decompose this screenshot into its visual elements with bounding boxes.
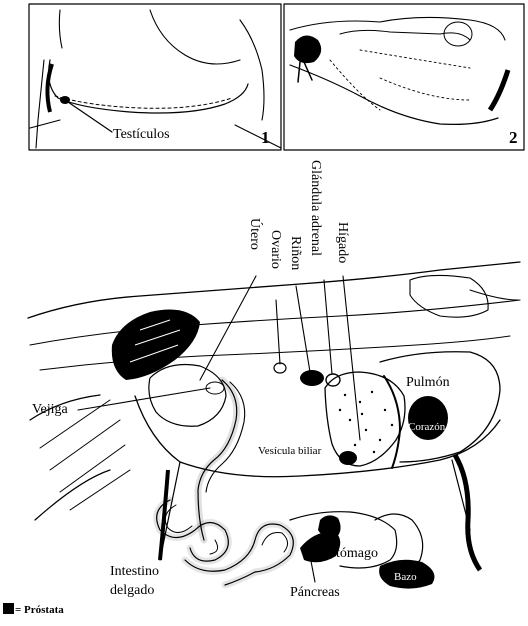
pulmon-label: Pulmón: [406, 375, 450, 390]
panel-2-abdomen-outline: [290, 65, 498, 124]
intestino-label-line-1: Intestino: [110, 564, 159, 579]
vesicula-label: Vesícula biliar: [258, 445, 322, 457]
rinon-label: Riñon: [288, 236, 303, 270]
panel-2-top-sketch: [290, 17, 505, 40]
bladder: [149, 365, 226, 427]
pancreas-label: Páncreas: [290, 585, 340, 600]
panel-2: 2: [284, 4, 524, 150]
rib-line: [470, 290, 518, 300]
liver: [325, 372, 405, 466]
spine-line: [30, 300, 520, 345]
vejiga-leader: [78, 388, 210, 410]
gallbladder: [339, 451, 357, 465]
higado-leader: [343, 276, 360, 440]
rinon-leader: [296, 286, 310, 372]
glandula-leader: [324, 280, 332, 374]
legend: = Próstata: [3, 603, 64, 616]
utero-label: Útero: [247, 218, 264, 250]
kidney: [300, 370, 324, 386]
panel-1-incision-line: [55, 96, 232, 108]
panel-2-dark-edge: [490, 70, 508, 110]
utero-leader: [200, 276, 256, 380]
legend-swatch: [3, 603, 14, 614]
glandula-label: Glándula adrenal: [308, 160, 323, 256]
intestine-shade: [157, 500, 294, 585]
estomago-label: Estómago: [322, 546, 378, 561]
panel-1: Testículos 1: [29, 4, 281, 150]
main-anatomy: [28, 262, 520, 589]
ovario-leader: [276, 300, 280, 364]
panel-2-ducts: [298, 62, 312, 82]
panel-1-belly-outline: [49, 60, 248, 113]
thigh-muscle: [112, 310, 200, 380]
left-abdominal-wall: [160, 470, 168, 560]
right-abdominal-wall: [455, 455, 480, 570]
legend-text: = Próstata: [15, 604, 64, 616]
liver-texture: [339, 391, 393, 453]
higado-label: Hígado: [335, 222, 350, 263]
bazo-label: Bazo: [394, 571, 417, 583]
panel-2-number: 2: [509, 128, 518, 147]
ovario-label: Ovario: [268, 230, 283, 269]
corazon-label: Corazón: [408, 421, 446, 433]
panel-2-limb: [340, 30, 470, 40]
panel-1-number: 1: [261, 128, 270, 147]
rib-cut: [410, 275, 488, 317]
intestino-label-line-2: delgado: [110, 583, 154, 598]
heart: [408, 396, 448, 440]
testiculos-label: Testículos: [113, 127, 170, 142]
panel-2-dark-organ: [294, 35, 321, 63]
back-outline: [28, 262, 520, 318]
vejiga-label: Vejiga: [32, 402, 69, 417]
uterus-shade: [198, 380, 237, 540]
diaphragm: [384, 376, 400, 468]
panel-2-hatching: [330, 50, 470, 110]
